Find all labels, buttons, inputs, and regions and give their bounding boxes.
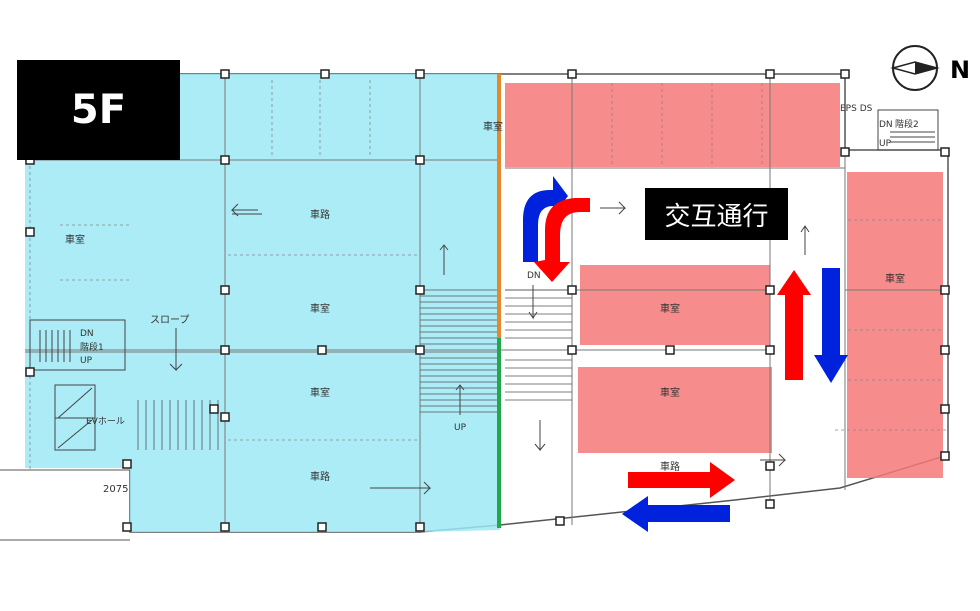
label-dn-stair1: DN xyxy=(80,329,94,339)
label-car-road-lower: 車路 xyxy=(310,470,330,483)
direction-marks xyxy=(169,201,810,495)
label-dn-stair2: DN xyxy=(879,120,893,130)
traffic-arrows xyxy=(523,176,848,532)
blue-curve-arrow xyxy=(523,176,568,262)
label-slope: スロープ xyxy=(150,314,189,326)
traffic-mode-badge: 交互通行 xyxy=(645,188,788,240)
label-car-room-mid: 車室 xyxy=(660,302,680,315)
label-car-room-top: 車室 xyxy=(483,120,503,133)
ev-hall xyxy=(54,384,96,451)
dashed-grid xyxy=(29,80,948,470)
label-ev-hall: EVホール xyxy=(86,416,125,427)
label-car-room-center: 車室 xyxy=(310,302,330,315)
red-zone-right xyxy=(847,172,943,478)
red-zone-lower xyxy=(578,367,772,453)
red-zone-middle xyxy=(580,265,770,345)
floor-badge: 5F xyxy=(17,60,180,160)
label-stairs1: 階段1 xyxy=(80,341,104,353)
label-eps-ds: EPS DS xyxy=(840,104,873,114)
label-up-ramp: UP xyxy=(454,423,467,433)
label-car-room-lower: 車室 xyxy=(310,386,330,399)
label-dim-2075: 2075 xyxy=(103,484,128,495)
label-car-road-upper: 車路 xyxy=(310,208,330,221)
label-car-road-bottom: 車路 xyxy=(660,460,680,473)
red-zone-top xyxy=(505,83,840,167)
red-up-arrow xyxy=(777,270,811,380)
label-up-stair2: UP xyxy=(879,139,892,149)
stair-2 xyxy=(877,109,939,151)
red-right-arrow xyxy=(628,462,735,498)
label-up-stair1: UP xyxy=(80,356,93,366)
columns xyxy=(25,69,950,532)
label-car-room-left: 車室 xyxy=(65,233,85,246)
north-compass-icon xyxy=(890,45,940,91)
label-dn-ramp: DN xyxy=(527,271,541,281)
cyan-zone xyxy=(25,74,500,532)
blue-down-arrow xyxy=(814,268,848,383)
stair-1 xyxy=(29,319,126,371)
label-stairs2: 階段2 xyxy=(895,118,919,130)
label-north: N xyxy=(950,56,970,84)
blue-left-arrow xyxy=(622,496,730,532)
label-car-room-mid-lower: 車室 xyxy=(660,386,680,399)
label-car-room-right: 車室 xyxy=(885,272,905,285)
red-curve-arrow xyxy=(534,198,590,282)
ramp-hatching xyxy=(137,289,572,450)
